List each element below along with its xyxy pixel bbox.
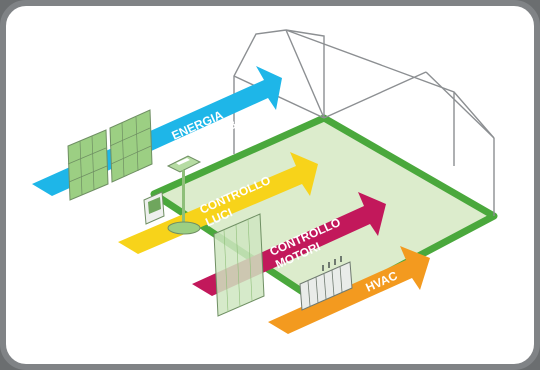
blind-icon [213,213,265,317]
house-wireframe [233,29,495,216]
solar-panel-icon [67,109,153,201]
arrow-hvac [268,246,430,334]
radiator-icon [299,256,353,311]
building-automation-diagram: ENERGIA RINNOVABILE CONTROLLO LUCI CONTR… [32,29,498,334]
lamp-icon [166,155,202,235]
thermostat-icon [143,191,165,225]
